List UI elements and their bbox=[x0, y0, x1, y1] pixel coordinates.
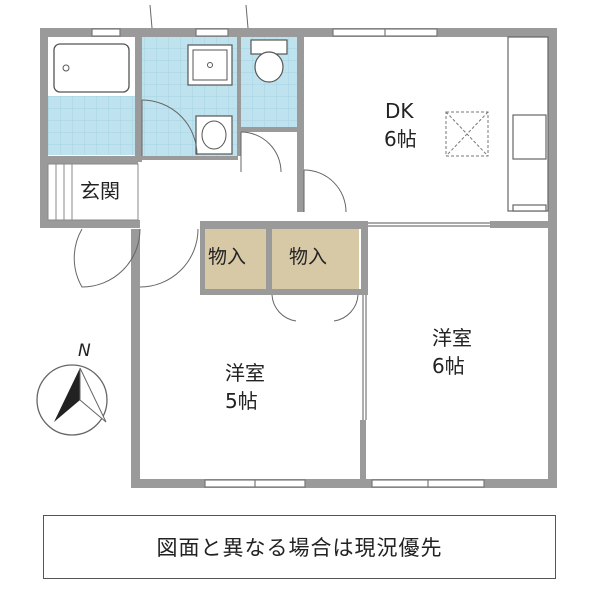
room-western-east-size: 6帖 bbox=[432, 354, 465, 378]
room-storage-left-name: 物入 bbox=[208, 246, 247, 268]
kitchen-counter bbox=[507, 36, 549, 212]
compass-label: N bbox=[78, 341, 91, 361]
room-dk-name: DK bbox=[385, 99, 414, 123]
room-entrance-name: 玄関 bbox=[80, 179, 120, 203]
entrance-step bbox=[47, 163, 139, 221]
outer-walls bbox=[40, 28, 557, 488]
room-storage-right-name: 物入 bbox=[289, 246, 328, 268]
sliding-doors bbox=[362, 222, 490, 420]
inner-walls bbox=[48, 37, 557, 488]
door-swings bbox=[73, 4, 359, 322]
compass-icon bbox=[36, 364, 108, 436]
washbasin bbox=[187, 44, 233, 86]
laundry-pan bbox=[195, 115, 233, 155]
disclaimer-box: 図面と異なる場合は現況優先 bbox=[43, 515, 556, 579]
room-western-west-name: 洋室 bbox=[225, 361, 265, 385]
room-western-west-size: 5帖 bbox=[225, 389, 258, 413]
bathtub bbox=[53, 43, 130, 93]
storage-right-fill bbox=[272, 229, 359, 289]
room-western-east-name: 洋室 bbox=[432, 326, 472, 350]
room-dk-size: 6帖 bbox=[384, 127, 417, 151]
disclaimer-text: 図面と異なる場合は現況優先 bbox=[156, 536, 443, 560]
windows bbox=[91, 28, 485, 488]
toilet-bowl bbox=[254, 51, 284, 83]
storage-left-fill bbox=[205, 229, 266, 289]
bathroom-floor bbox=[48, 96, 135, 155]
ceiling-hatch bbox=[445, 111, 489, 157]
